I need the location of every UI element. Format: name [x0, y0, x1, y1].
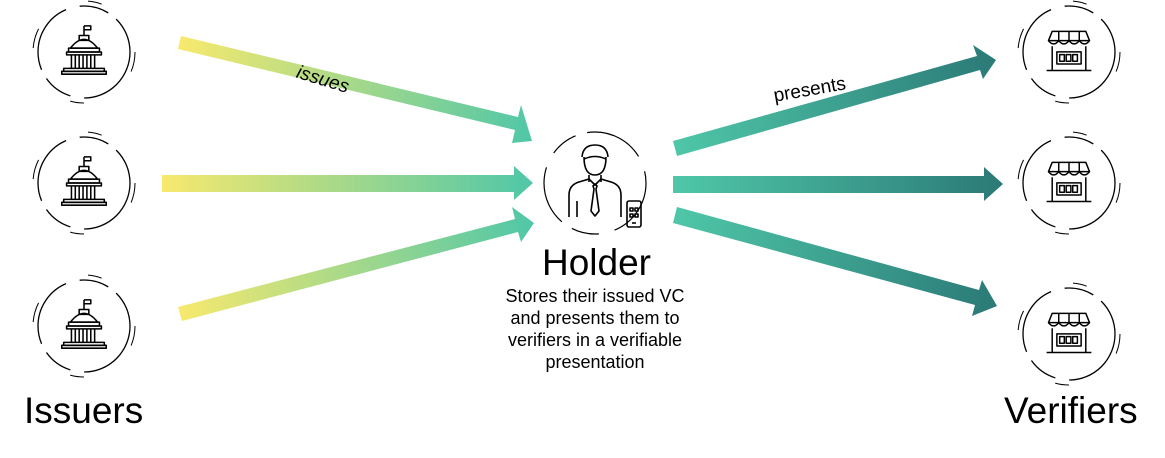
shop-storefront-icon	[1045, 161, 1093, 203]
issuer-node	[32, 0, 136, 104]
present-arrow-1	[673, 45, 996, 156]
present-arrow-3	[673, 207, 997, 316]
verifier-node	[1017, 282, 1121, 386]
holder-description: Stores their issued VC and presents them…	[505, 286, 685, 372]
verifiers-label: Verifiers	[1004, 390, 1138, 431]
holder-label: Holder	[542, 242, 651, 283]
shop-storefront-icon	[1045, 312, 1093, 354]
person-with-phone-icon	[568, 144, 642, 228]
verifier-node	[1017, 0, 1121, 104]
holder-node	[543, 131, 647, 235]
verifier-node	[1017, 131, 1121, 235]
issuer-node	[32, 131, 136, 235]
issue-arrow-2	[162, 166, 533, 200]
shop-storefront-icon	[1045, 30, 1093, 72]
issuer-node	[32, 274, 136, 378]
issuers-label: Issuers	[24, 390, 144, 431]
present-arrow-2	[673, 167, 1003, 201]
government-building-icon	[60, 299, 108, 349]
government-building-icon	[60, 25, 108, 75]
issue-arrow-1	[178, 36, 532, 143]
issue-arrow-3	[178, 207, 534, 321]
government-building-icon	[60, 156, 108, 206]
